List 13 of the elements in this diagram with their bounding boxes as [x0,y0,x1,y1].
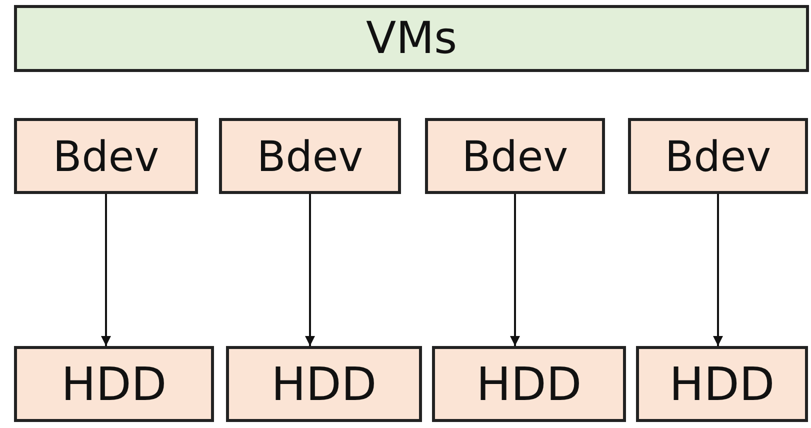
component-box: HDD [636,346,808,422]
component-box: HDD [226,346,422,422]
group-bar: VMs [14,5,809,72]
component-box: HDD [432,346,626,422]
arrow [713,194,723,346]
arrow [101,194,111,346]
arrow [510,194,520,346]
component-box: Bdev [425,118,605,194]
component-box: Bdev [14,118,198,194]
component-box: Bdev [628,118,808,194]
component-box: Bdev [219,118,401,194]
arrow [305,194,315,346]
component-box: HDD [14,346,214,422]
